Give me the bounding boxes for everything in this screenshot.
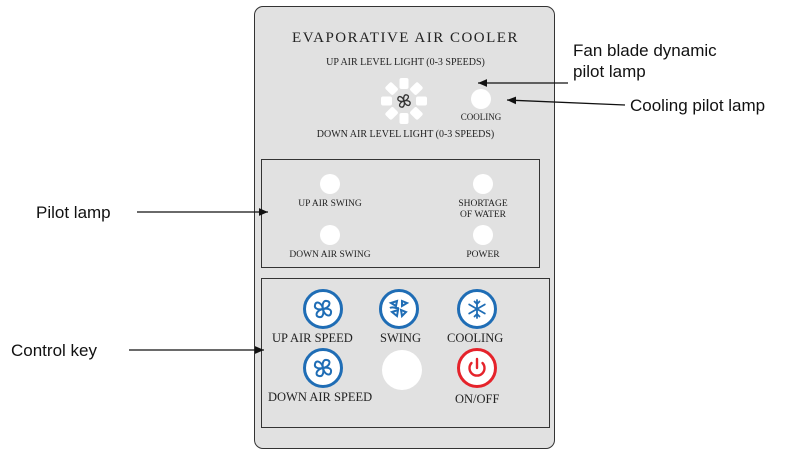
shortage-line-1: SHORTAGE (458, 199, 508, 209)
down-air-swing-lamp (320, 225, 340, 245)
power-label: POWER (466, 250, 500, 260)
on-off-label: ON/OFF (455, 392, 500, 406)
swing-icon (388, 299, 410, 319)
panel-title: EVAPORATIVE AIR COOLER (292, 30, 519, 46)
control-key-box: UP AIR SPEED SWING (261, 278, 550, 428)
power-lamp (473, 225, 493, 245)
cooling-callout: Cooling pilot lamp (630, 96, 766, 115)
control-panel: EVAPORATIVE AIR COOLER UP AIR LEVEL LIGH… (254, 6, 555, 449)
fan-icon (313, 299, 333, 319)
power-icon (468, 357, 486, 377)
shortage-water-label: SHORTAGE OF WATER (442, 199, 524, 221)
cooling-callout-line (506, 96, 626, 106)
fan-icon (313, 358, 333, 378)
fan-lamp-ring (379, 76, 429, 126)
on-off-key[interactable] (457, 348, 497, 388)
shortage-water-lamp (473, 174, 493, 194)
cooling-key-label: COOLING (447, 331, 504, 345)
fan-callout-line-2: pilot lamp (573, 62, 646, 81)
fan-callout-line-1: Fan blade dynamic (573, 41, 717, 60)
blank-key[interactable] (382, 350, 422, 390)
cooling-key[interactable] (457, 289, 497, 329)
up-air-swing-lamp (320, 174, 340, 194)
control-callout: Control key (11, 341, 97, 360)
down-air-level-label: DOWN AIR LEVEL LIGHT (0-3 SPEEDS) (316, 129, 495, 140)
cooling-lamp-label: COOLING (460, 112, 502, 122)
down-air-speed-label: DOWN AIR SPEED (268, 390, 373, 404)
up-air-speed-key[interactable] (303, 289, 343, 329)
swing-key[interactable] (379, 289, 419, 329)
snowflake-icon (468, 299, 486, 319)
up-air-level-label: UP AIR LEVEL LIGHT (0-3 SPEEDS) (326, 57, 485, 68)
shortage-line-2: OF WATER (459, 210, 506, 220)
pilot-callout: Pilot lamp (36, 203, 111, 222)
up-air-swing-label: UP AIR SWING (298, 199, 362, 209)
swing-label: SWING (380, 331, 421, 345)
down-air-swing-label: DOWN AIR SWING (289, 250, 371, 260)
pilot-lamp-box: UP AIR SWING SHORTAGE OF WATER DOWN AIR … (261, 159, 540, 268)
down-air-speed-key[interactable] (303, 348, 343, 388)
fan-callout: Fan blade dynamic pilot lamp (573, 40, 717, 82)
fan-icon (397, 94, 411, 108)
cooling-pilot-lamp (471, 89, 491, 109)
up-air-speed-label: UP AIR SPEED (272, 331, 353, 345)
